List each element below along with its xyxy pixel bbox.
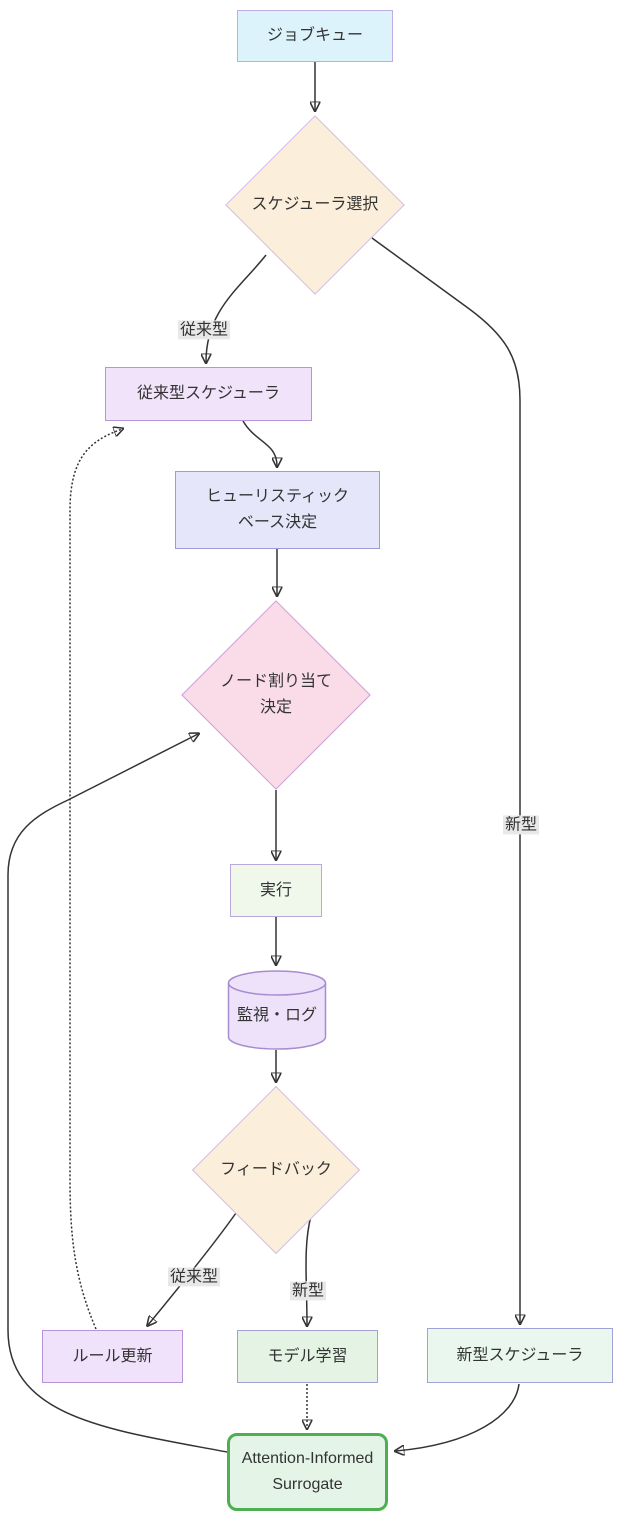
- edge-label-new-right: 新型: [502, 815, 540, 835]
- node-monitor-log-database: 監視・ログ: [227, 970, 327, 1050]
- node-scheduler-select-decision: スケジューラ選択: [225, 115, 405, 295]
- cylinder-shape-icon: [227, 970, 327, 1050]
- node-new-scheduler: 新型スケジューラ: [427, 1328, 613, 1383]
- node-attention-informed-surrogate: Attention-Informed Surrogate: [227, 1433, 388, 1511]
- edge-label-conventional-top: 従来型: [177, 320, 231, 340]
- edge-label-new-bottom: 新型: [289, 1281, 327, 1301]
- edge-conv-to-heuristic: [242, 420, 277, 466]
- edge-label-conventional-bottom: 従来型: [167, 1267, 221, 1287]
- edge-select-to-conv: [206, 254, 267, 362]
- node-job-queue: ジョブキュー: [237, 10, 393, 62]
- node-monitor-log-label: 監視・ログ: [236, 1007, 317, 1025]
- node-model-learning-label: モデル学習: [267, 1347, 348, 1365]
- edge-newsched-to-surrogate: [396, 1383, 520, 1451]
- node-feedback-decision: フィードバック: [191, 1085, 361, 1255]
- node-heuristic-decision-label: ヒューリスティック ベース決定: [205, 488, 350, 531]
- node-conventional-scheduler: 従来型スケジューラ: [105, 367, 312, 421]
- node-allocation-decision-label: ノード割り当て 決定: [219, 673, 332, 716]
- node-execution: 実行: [230, 864, 322, 917]
- node-feedback-label: フィードバック: [220, 1161, 332, 1179]
- edge-select-to-newsched: [371, 237, 520, 1323]
- node-heuristic-decision: ヒューリスティック ベース決定: [175, 471, 380, 549]
- node-execution-label: 実行: [259, 881, 292, 899]
- node-conventional-scheduler-label: 従来型スケジューラ: [137, 385, 280, 403]
- node-allocation-decision: ノード割り当て 決定: [181, 600, 371, 790]
- node-rule-update: ルール更新: [42, 1330, 183, 1383]
- node-surrogate-label: Attention-Informed Surrogate: [241, 1450, 374, 1493]
- node-scheduler-select-label: スケジューラ選択: [251, 196, 379, 214]
- edge-rule-to-conv-dotted: [69, 429, 122, 1330]
- node-model-learning: モデル学習: [237, 1330, 378, 1383]
- node-rule-update-label: ルール更新: [72, 1347, 153, 1365]
- edge-feedback-to-model: [306, 1215, 311, 1325]
- node-job-queue-label: ジョブキュー: [266, 27, 363, 45]
- node-new-scheduler-label: 新型スケジューラ: [456, 1346, 584, 1364]
- edge-surrogate-to-alloc: [7, 734, 228, 1453]
